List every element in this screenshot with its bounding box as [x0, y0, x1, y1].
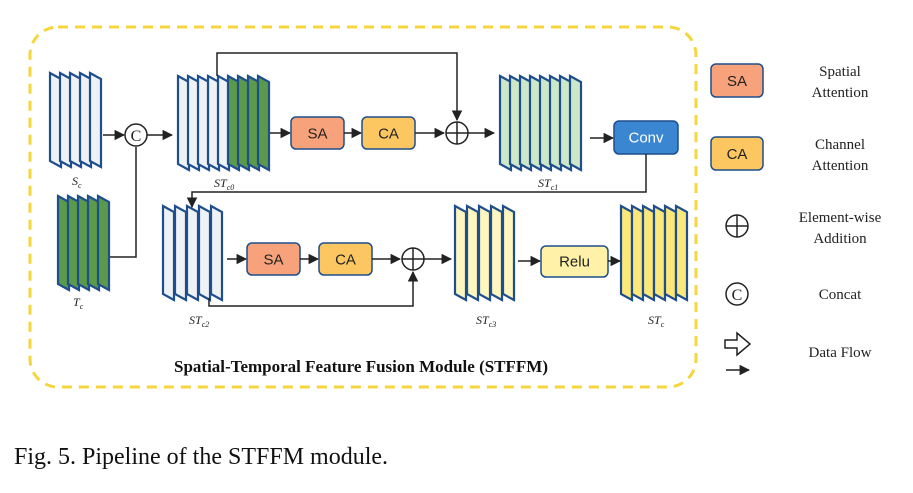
feature-sheet [176, 74, 191, 172]
legend-concat: C Concat [725, 282, 862, 306]
module-title: Spatial-Temporal Feature Fusion Module (… [174, 357, 548, 376]
sa-box-2: SA [246, 242, 301, 276]
feature-sheet [498, 74, 513, 172]
feature-sheet [518, 74, 533, 172]
feature-sheet [88, 71, 103, 169]
feature-stack-stc3 [453, 204, 516, 302]
label-stc2: STc2 [189, 313, 209, 329]
label-stc0: STc0 [214, 176, 234, 192]
feature-sheet [477, 204, 492, 302]
feature-sheet [78, 71, 93, 169]
relu-box: Relu [540, 245, 609, 278]
feature-sheet [216, 74, 231, 172]
feature-sheet [68, 71, 83, 169]
svg-text:CA: CA [378, 126, 399, 143]
feature-sheet [558, 74, 573, 172]
add-node-2 [401, 247, 425, 271]
add-node-1 [445, 121, 469, 145]
feature-sheet [196, 74, 211, 172]
svg-text:Element-wise: Element-wise [799, 210, 882, 226]
feature-sheet [209, 204, 224, 302]
feature-sheet [663, 204, 678, 302]
feature-sheet [161, 204, 176, 302]
svg-text:CA: CA [727, 146, 748, 163]
feature-stack-stc0 [176, 74, 271, 172]
feature-sheet [508, 74, 523, 172]
feature-sheet [528, 74, 543, 172]
feature-sheet [56, 194, 71, 292]
label-stc3: STc3 [476, 313, 496, 329]
legend-flow: Data Flow [724, 331, 872, 376]
feature-sheet [538, 74, 553, 172]
line-conv-stc2 [186, 154, 647, 209]
skip-stc2-add2 [208, 270, 419, 307]
conv-box: Conv [613, 120, 679, 155]
feature-sheet [652, 204, 667, 302]
feature-stack-sc [48, 71, 103, 169]
concat-node: C [124, 123, 148, 147]
feature-sheet [48, 71, 63, 169]
svg-text:Relu: Relu [559, 254, 590, 271]
feature-sheet [185, 204, 200, 302]
feature-sheet [641, 204, 656, 302]
feature-sheet [236, 74, 251, 172]
feature-sheet [197, 204, 212, 302]
feature-sheet [173, 204, 188, 302]
feature-sheet [548, 74, 563, 172]
feature-stack-stc [619, 204, 689, 302]
sa-box-1: SA [290, 116, 345, 150]
feature-sheet [465, 204, 480, 302]
feature-sheet [58, 71, 73, 169]
label-stc: STc [648, 313, 665, 329]
feature-sheet [206, 74, 221, 172]
feature-sheet [226, 74, 241, 172]
line-tc-concat [110, 147, 137, 258]
svg-text:Addition: Addition [813, 231, 867, 247]
ca-box-1: CA [361, 116, 416, 150]
feature-sheet [76, 194, 91, 292]
svg-text:Concat: Concat [819, 287, 862, 303]
stffm-diagram: Sc Tc STc0 STc1 STc2 STc3 STc C SA CA Co… [28, 25, 882, 389]
feature-sheet [619, 204, 634, 302]
svg-text:C: C [732, 287, 743, 304]
svg-text:Attention: Attention [812, 158, 869, 174]
feature-sheet [674, 204, 689, 302]
legend-add: Element-wise Addition [725, 210, 882, 247]
feature-stack-stc2 [161, 204, 224, 302]
svg-text:SA: SA [263, 252, 283, 269]
feature-sheet [501, 204, 516, 302]
feature-sheet [96, 194, 111, 292]
svg-text:Data Flow: Data Flow [809, 345, 872, 361]
label-tc: Tc [73, 295, 84, 311]
svg-text:C: C [131, 128, 142, 145]
svg-text:CA: CA [335, 252, 356, 269]
svg-text:SA: SA [307, 126, 327, 143]
ca-box-2: CA [318, 242, 373, 276]
feature-sheet [66, 194, 81, 292]
feature-sheet [568, 74, 583, 172]
svg-text:Channel: Channel [815, 137, 865, 153]
svg-text:Attention: Attention [812, 85, 869, 101]
skip-stc0-add1 [216, 52, 463, 122]
feature-sheet [489, 204, 504, 302]
feature-sheet [630, 204, 645, 302]
feature-sheet [186, 74, 201, 172]
legend-sa: SA Spatial Attention [710, 63, 869, 101]
label-stc1: STc1 [538, 176, 558, 192]
legend: SA Spatial Attention CA Channel Attentio… [710, 63, 882, 376]
feature-stack-stc1 [498, 74, 583, 172]
module-border [28, 25, 698, 389]
hollow-arrow-icon [724, 331, 752, 357]
figure-caption: Fig. 5. Pipeline of the STFFM module. [14, 444, 389, 470]
feature-sheet [256, 74, 271, 172]
legend-ca: CA Channel Attention [710, 136, 869, 174]
svg-text:Conv: Conv [628, 130, 664, 147]
feature-sheet [246, 74, 261, 172]
label-sc: Sc [72, 174, 82, 190]
feature-sheet [453, 204, 468, 302]
svg-text:SA: SA [727, 73, 747, 90]
svg-text:Spatial: Spatial [819, 64, 861, 80]
feature-sheet [86, 194, 101, 292]
feature-stack-tc [56, 194, 111, 292]
